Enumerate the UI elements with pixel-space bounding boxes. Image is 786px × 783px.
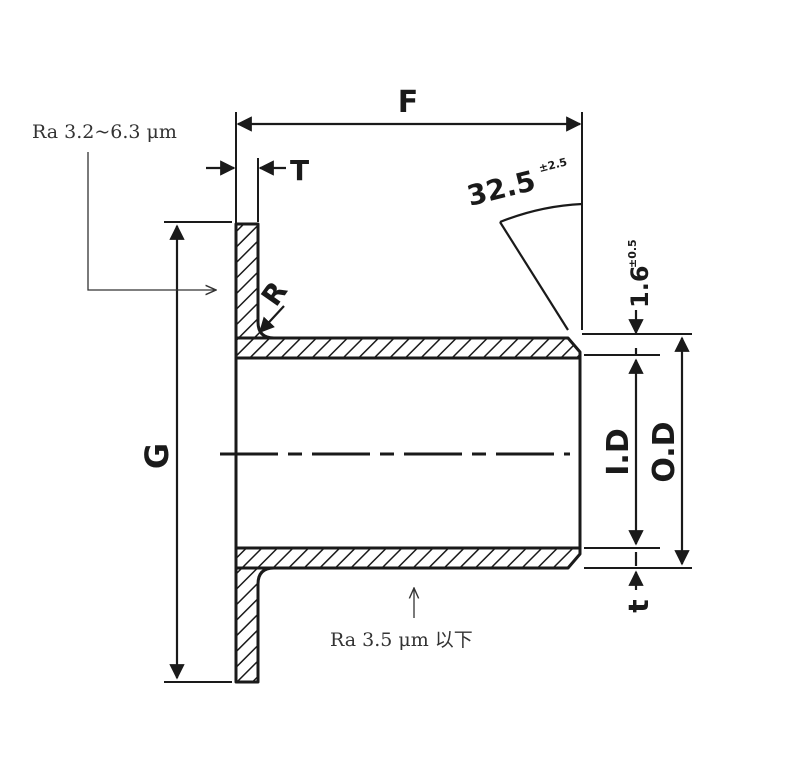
label-t: t: [622, 599, 655, 612]
part-section: [234, 222, 582, 684]
dim-R: [258, 305, 285, 334]
label-G: G: [138, 443, 176, 469]
label-angle-tol: ±2.5: [537, 155, 568, 175]
label-OD: O.D: [647, 421, 682, 482]
label-F: F: [398, 85, 419, 120]
upper-sleeve-wall: [234, 336, 582, 360]
dim-angle-leader: [499, 221, 569, 331]
lower-sleeve-wall: [234, 546, 582, 570]
ra-flange-label: Ra 3.2~6.3 μm: [32, 121, 177, 143]
label-chamfer: 1.6: [626, 265, 654, 308]
extension-lines: [164, 112, 692, 683]
dimension-lines: [169, 116, 690, 680]
ra-outer-label: Ra 3.5 μm 以下: [330, 629, 473, 651]
ra-flange-leader: [87, 152, 216, 290]
label-R: R: [255, 275, 294, 312]
lower-flange-wall: [234, 566, 276, 684]
label-chamfer-tol: ±0.5: [626, 239, 639, 268]
surface-annotations: Ra 3.2~6.3 μm Ra 3.5 μm 以下: [32, 121, 473, 651]
label-ID: I.D: [601, 428, 636, 475]
label-T: T: [290, 154, 309, 187]
dim-angle-arc: [499, 202, 583, 224]
label-angle: 32.5: [464, 164, 539, 213]
